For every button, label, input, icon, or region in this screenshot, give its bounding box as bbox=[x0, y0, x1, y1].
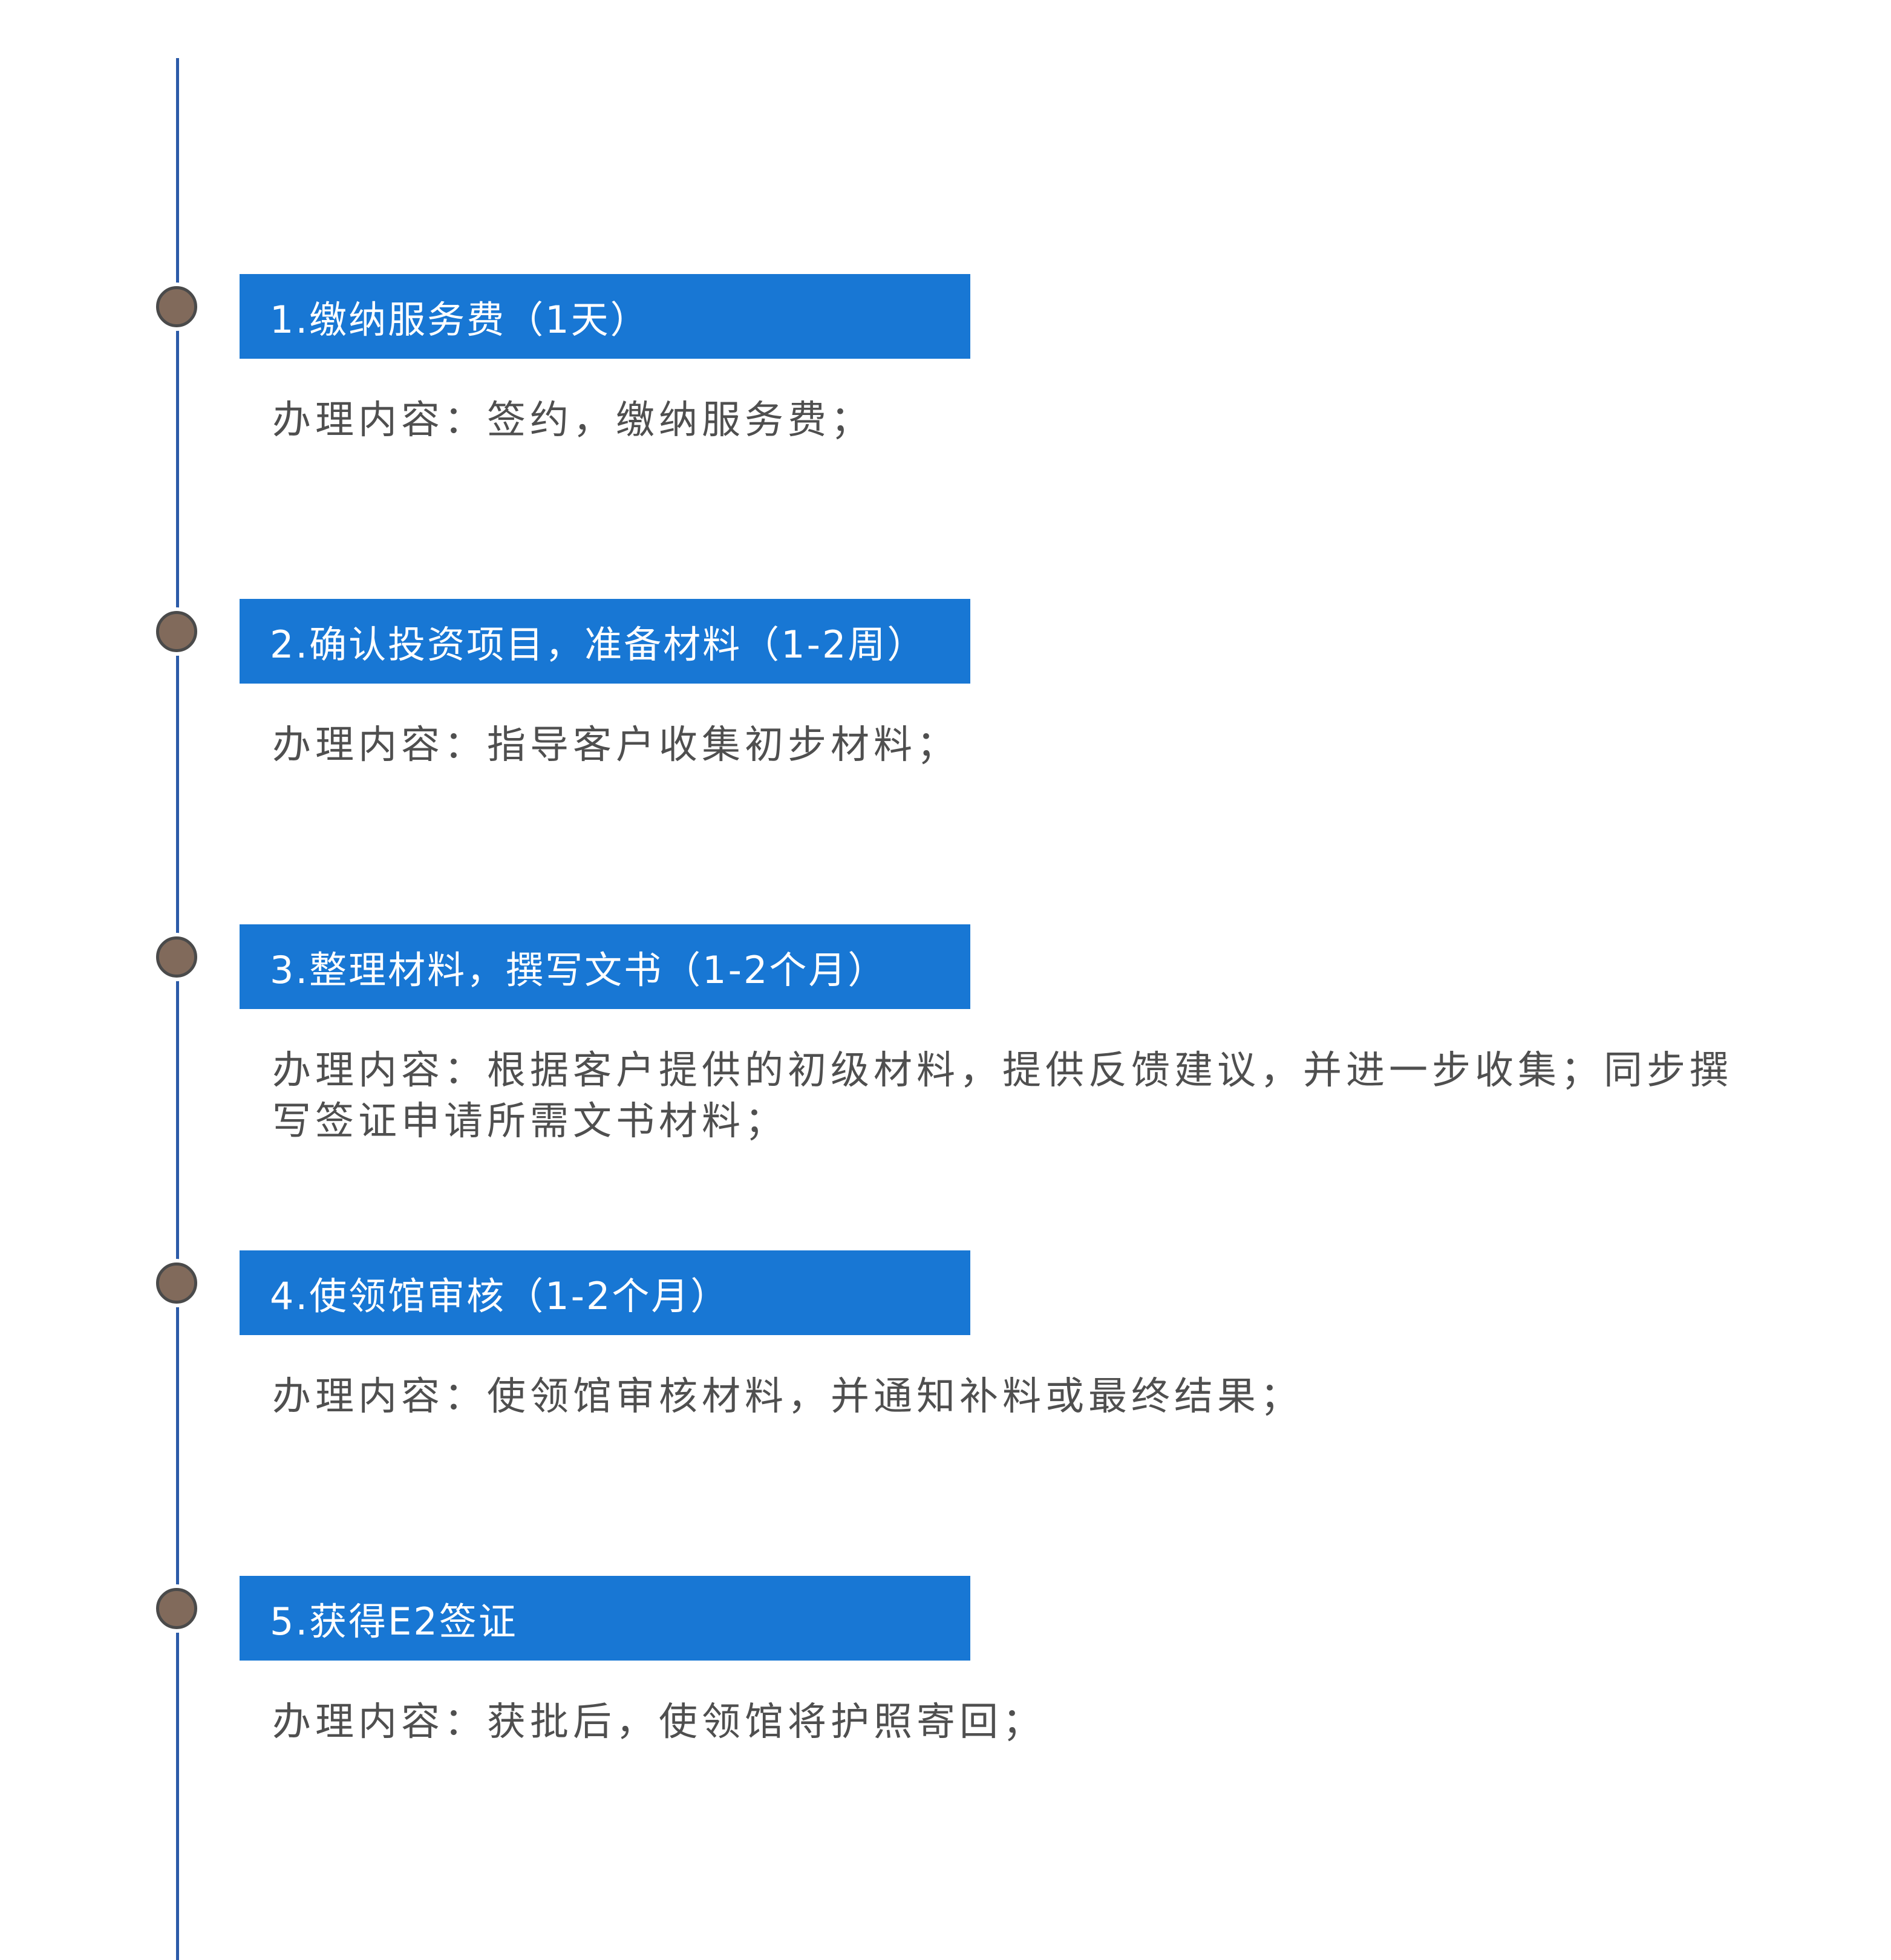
step-title: 4.使领馆审核（1-2个月） bbox=[270, 1274, 730, 1318]
step-header: 2.确认投资项目，准备材料（1-2周） bbox=[240, 599, 970, 684]
step-header: 3.整理材料，撰写文书（1-2个月） bbox=[240, 924, 970, 1009]
timeline-dot bbox=[156, 1263, 197, 1304]
step-header: 5.获得E2签证 bbox=[240, 1576, 970, 1661]
step-content: 办理内容：获批后，使领馆将护照寄回； bbox=[272, 1700, 1045, 1745]
timeline-dot bbox=[156, 936, 197, 978]
timeline-dot bbox=[156, 286, 197, 327]
step-content: 办理内容：签约，缴纳服务费； bbox=[272, 398, 874, 443]
step-content: 办理内容：根据客户提供的初级材料，提供反馈建议，并进一步收集；同步撰写签证申请所… bbox=[272, 1048, 1733, 1144]
step-content: 办理内容：指导客户收集初步材料； bbox=[272, 723, 959, 768]
step-title: 3.整理材料，撰写文书（1-2个月） bbox=[270, 948, 887, 992]
timeline-line bbox=[176, 58, 179, 1960]
step-content: 办理内容：使领馆审核材料，并通知补料或最终结果； bbox=[272, 1374, 1303, 1419]
step-header: 4.使领馆审核（1-2个月） bbox=[240, 1250, 970, 1335]
timeline-dot bbox=[156, 1588, 197, 1629]
step-header: 1.缴纳服务费（1天） bbox=[240, 274, 970, 359]
timeline-dot bbox=[156, 611, 197, 652]
step-title: 1.缴纳服务费（1天） bbox=[270, 298, 650, 342]
step-title: 5.获得E2签证 bbox=[270, 1599, 518, 1644]
step-title: 2.确认投资项目，准备材料（1-2周） bbox=[270, 622, 927, 667]
